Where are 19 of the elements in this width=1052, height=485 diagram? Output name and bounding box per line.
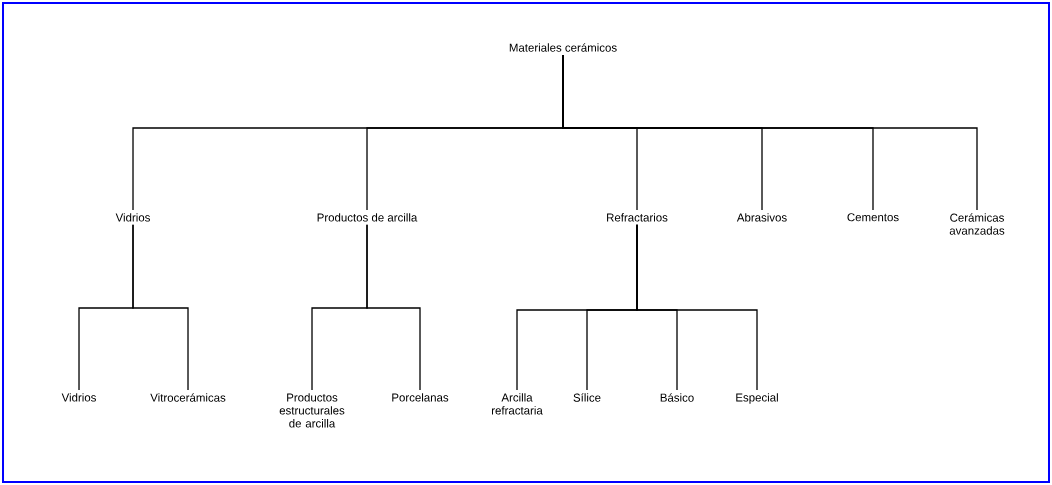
category-label: Abrasivos: [736, 213, 787, 222]
category-label: Sílice: [573, 393, 601, 402]
category-label: Básico: [660, 393, 694, 402]
category-label: Productos de arcilla: [317, 213, 418, 222]
tree-connector: [562, 54, 978, 211]
tree-connector: [366, 224, 421, 391]
category-label: Arcilla refractaria: [492, 393, 543, 415]
tree-connector: [132, 224, 189, 391]
category-label: Productos estructurales de arcilla: [279, 393, 345, 428]
category-label: Materiales cerámicos: [509, 43, 617, 52]
category-label: Vidrios: [61, 393, 96, 402]
category-label: Porcelanas: [392, 393, 449, 402]
tree-connector: [636, 224, 758, 391]
category-label: Especial: [736, 393, 778, 404]
category-label: Vidrios: [115, 213, 150, 222]
category-label: Cerámicas avanzadas: [949, 213, 1005, 235]
category-label: Cementos: [847, 213, 899, 222]
category-label: Refractarios: [607, 213, 668, 222]
category-label: Vitrocerámicas: [150, 393, 226, 402]
